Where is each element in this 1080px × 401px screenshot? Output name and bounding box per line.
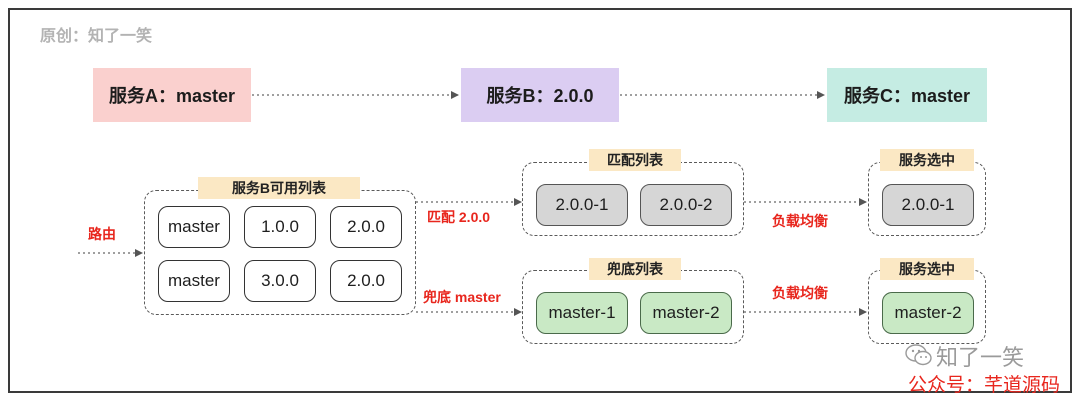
available-chip: 2.0.0	[330, 260, 402, 302]
available-chip: 3.0.0	[244, 260, 316, 302]
fallback-chip: master-1	[536, 292, 628, 334]
available-chip: 2.0.0	[330, 206, 402, 248]
load-balance-label-top: 负载均衡	[772, 213, 828, 229]
selected-top-title: 服务选中	[880, 149, 974, 171]
available-chip: master	[158, 206, 230, 248]
service-b-box: 服务B：2.0.0	[461, 68, 619, 122]
service-c-box: 服务C：master	[827, 68, 987, 122]
caption: 原创：知了一笑	[40, 28, 153, 45]
wechat-icon	[905, 344, 932, 366]
match-label: 匹配 2.0.0	[427, 209, 491, 225]
fallback-list-title: 兜底列表	[589, 258, 681, 280]
selected-bottom-chip: master-2	[882, 292, 974, 334]
selected-top-chip: 2.0.0-1	[882, 184, 974, 226]
watermark-account: 公众号：芊道源码	[908, 375, 1061, 396]
available-chip: 1.0.0	[244, 206, 316, 248]
route-label: 路由	[88, 226, 116, 242]
match-chip: 2.0.0-2	[640, 184, 732, 226]
match-chip: 2.0.0-1	[536, 184, 628, 226]
watermark-author: 知了一笑	[936, 345, 1025, 370]
selected-bottom-title: 服务选中	[880, 258, 974, 280]
available-list-title: 服务B可用列表	[198, 177, 360, 199]
match-list-title: 匹配列表	[589, 149, 681, 171]
available-chip: master	[158, 260, 230, 302]
fallback-label: 兜底 master	[423, 289, 501, 305]
service-a-box: 服务A：master	[93, 68, 251, 122]
fallback-chip: master-2	[640, 292, 732, 334]
load-balance-label-bottom: 负载均衡	[772, 285, 828, 301]
